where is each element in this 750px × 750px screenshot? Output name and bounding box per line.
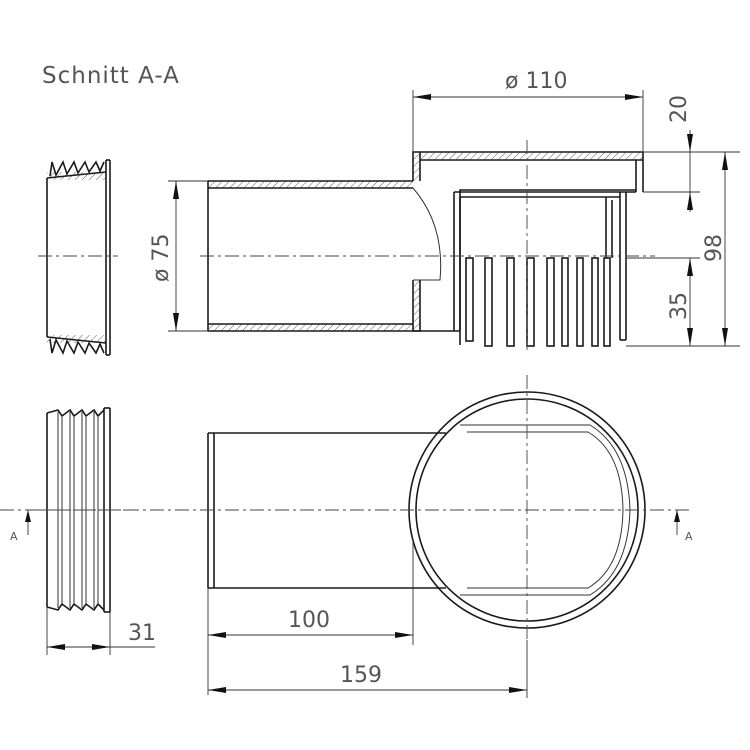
dimension-diameter-110 [412, 90, 644, 152]
dimension-label-110: ø 110 [505, 69, 567, 94]
dimension-label-31: 31 [128, 621, 156, 646]
dimension-label-98: 98 [702, 234, 727, 262]
dimension-label-35: 35 [667, 292, 692, 320]
inner-lamellae [465, 197, 613, 347]
dimension-label-159: 159 [340, 663, 382, 688]
section-marker-right [674, 510, 680, 535]
section-marker-right-label: A [685, 530, 693, 543]
section-title: Schnitt A-A [42, 63, 180, 89]
dimension-width-31 [46, 607, 155, 655]
section-marker-left-label: A [10, 530, 18, 543]
dimension-label-100: 100 [288, 608, 330, 633]
dimension-height-20 [643, 130, 700, 212]
dimension-length-100 [207, 540, 414, 695]
dimension-height-98 [626, 151, 740, 347]
main-section-view [200, 140, 655, 350]
seal-ring-section-view [38, 159, 118, 356]
dimension-length-159 [208, 640, 528, 698]
dimension-height-35 [626, 257, 700, 346]
dimension-label-20: 20 [667, 95, 692, 123]
top-view [0, 375, 690, 640]
dimension-diameter-75 [168, 180, 208, 332]
section-marker-left [25, 510, 31, 535]
dimension-label-75: ø 75 [149, 234, 174, 282]
